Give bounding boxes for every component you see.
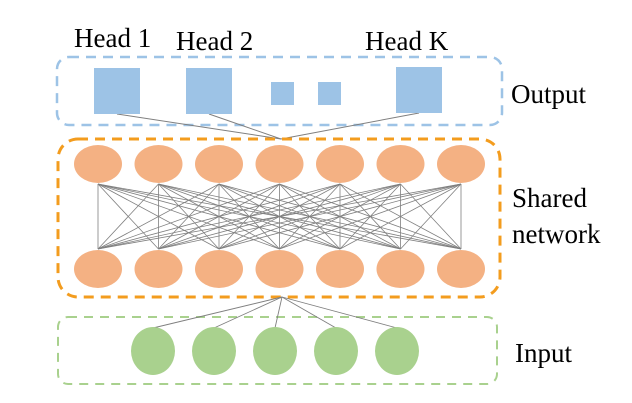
- shared-edge: [400, 183, 462, 250]
- head-k-label: Head K: [365, 26, 449, 56]
- input-edge: [281, 296, 398, 329]
- head-connections: [116, 112, 420, 140]
- shared-bottom-node: [74, 250, 122, 288]
- shared-edge: [97, 183, 280, 250]
- shared-top-node: [376, 145, 425, 183]
- shared-bottom-node: [437, 250, 485, 288]
- shared-edge: [97, 183, 341, 250]
- input-edge: [152, 296, 283, 329]
- input-node: [314, 327, 358, 375]
- shared-bottom-node: [195, 250, 243, 288]
- head-edge: [116, 113, 282, 140]
- shared-bottom-node: [255, 250, 304, 288]
- shared-label: Shared: [512, 183, 587, 213]
- shared-edge: [158, 183, 462, 250]
- input-edge: [213, 296, 283, 329]
- shared-edge: [97, 183, 220, 250]
- shared-top-node: [437, 145, 485, 183]
- shared-edge: [218, 183, 462, 250]
- shared-bottom-node: [134, 250, 183, 288]
- head-edge: [280, 112, 420, 140]
- output-head-2: [186, 68, 232, 114]
- input-nodes: [131, 327, 419, 375]
- output-heads: [94, 67, 442, 114]
- ellipsis-square: [318, 82, 341, 105]
- head-1-label: Head 1: [74, 23, 151, 53]
- head-edge: [208, 113, 282, 140]
- shared-top-node: [255, 145, 304, 183]
- input-edge: [281, 296, 337, 329]
- ellipsis-square: [271, 82, 294, 105]
- shared-bottom-node: [316, 250, 364, 288]
- output-label: Output: [511, 79, 587, 109]
- input-edge: [274, 296, 283, 329]
- network-label: network: [512, 219, 601, 249]
- input-connections: [152, 296, 398, 329]
- shared-edge: [97, 183, 401, 250]
- shared-edge: [339, 183, 462, 250]
- shared-group-box: [56, 137, 502, 299]
- output-head-1: [94, 68, 140, 114]
- input-node: [192, 327, 236, 375]
- output-group-box: [55, 55, 504, 127]
- shared-nodes: [74, 145, 485, 288]
- shared-connections: [97, 183, 462, 250]
- shared-edge: [279, 183, 462, 250]
- shared-top-node: [316, 145, 364, 183]
- shared-bottom-node: [376, 250, 425, 288]
- output-head-5: [396, 67, 442, 113]
- shared-top-node: [74, 145, 122, 183]
- shared-edge: [97, 183, 159, 250]
- shared-top-node: [134, 145, 183, 183]
- input-node: [253, 327, 297, 375]
- input-node: [131, 327, 175, 375]
- head-2-label: Head 2: [176, 26, 253, 56]
- shared-edge: [97, 183, 462, 250]
- input-label: Input: [515, 338, 572, 368]
- input-node: [375, 327, 419, 375]
- shared-top-node: [195, 145, 243, 183]
